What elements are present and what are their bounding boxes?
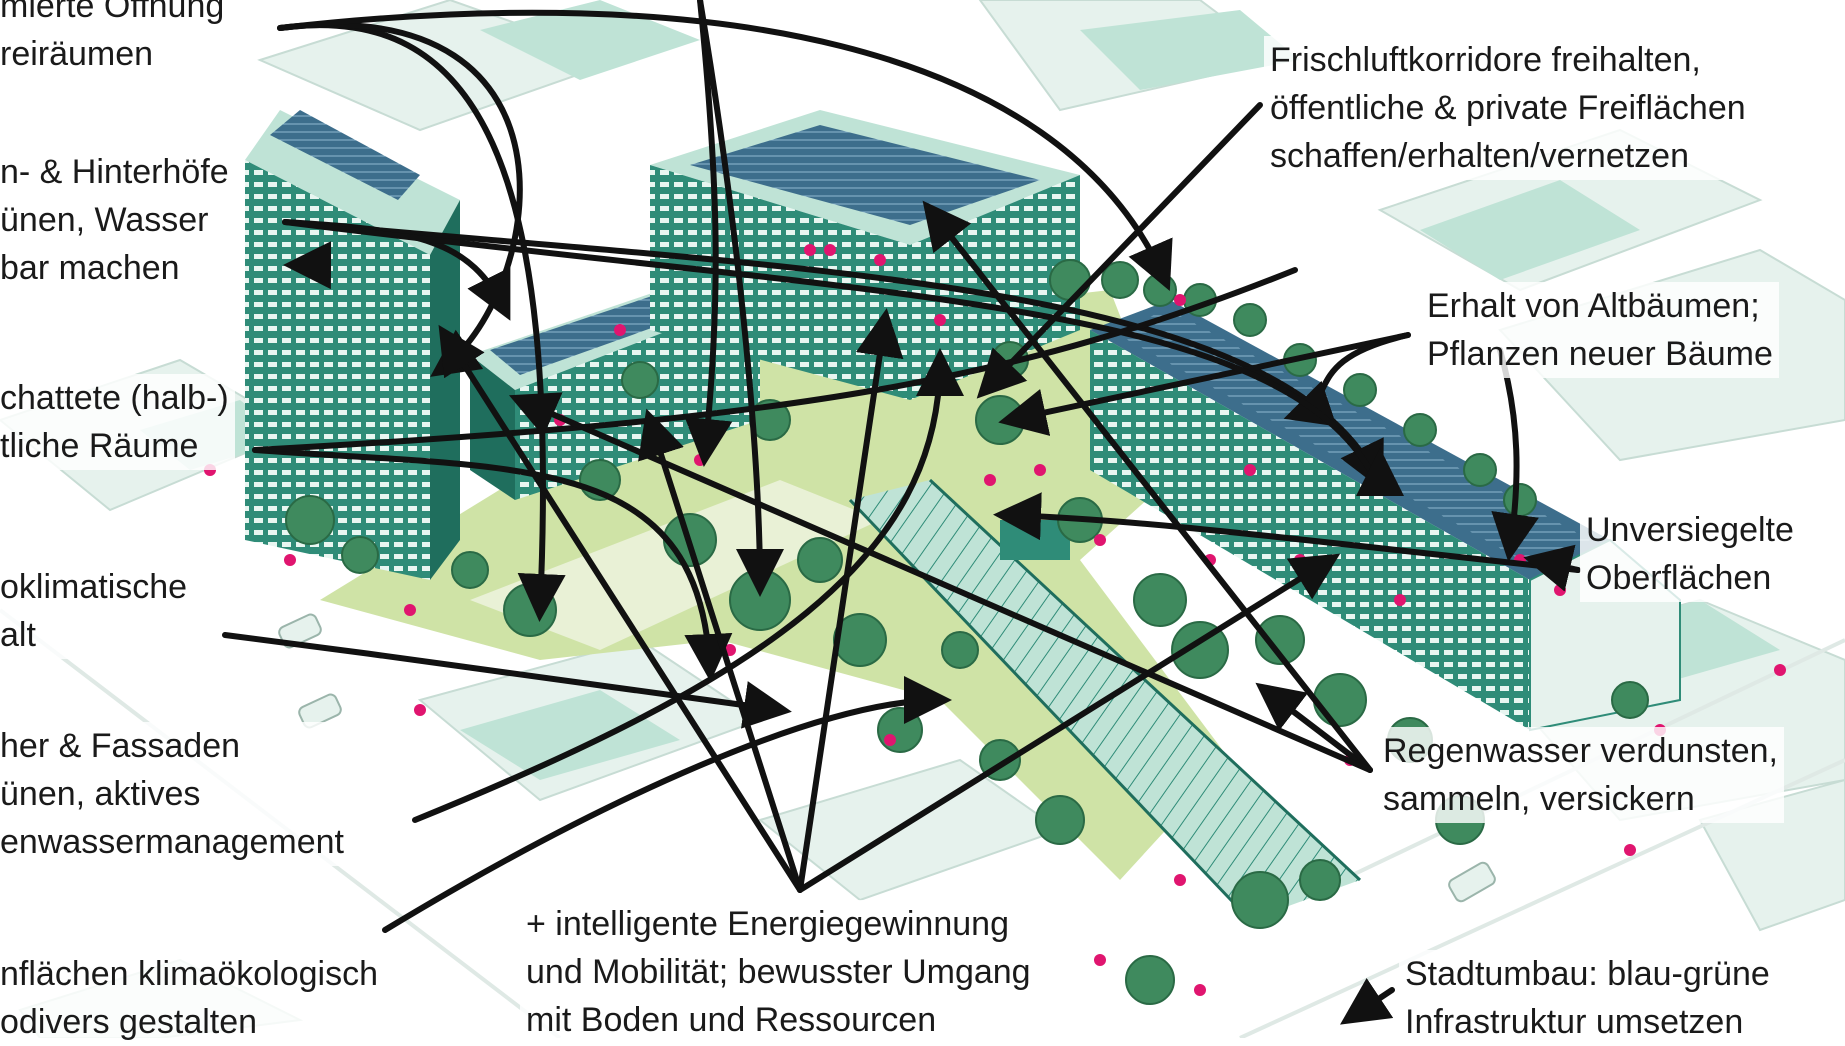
arrow bbox=[255, 265, 1295, 450]
arrow bbox=[282, 219, 1384, 491]
arrow bbox=[382, 676, 952, 933]
label-urban-redevelopment: Stadtumbau: blau-grüne Infrastruktur ums… bbox=[1399, 950, 1776, 1046]
label-line: Infrastruktur umsetzen bbox=[1405, 1003, 1744, 1041]
label-fresh-air: Frischluftkorridore freihalten, öffentli… bbox=[1264, 36, 1752, 180]
label-unsealed: Unversiegelte Oberflächen bbox=[1580, 506, 1800, 602]
label-shaded: chattete (halb-) tliche Räume bbox=[0, 374, 235, 470]
label-energy: + intelligente Energiegewinnung und Mobi… bbox=[520, 900, 1037, 1044]
arrow bbox=[976, 102, 1263, 399]
arrow bbox=[697, 0, 784, 597]
arrow bbox=[797, 553, 1341, 893]
arrow bbox=[277, 21, 523, 377]
park-path bbox=[470, 480, 880, 650]
arrow bbox=[438, 324, 803, 893]
label-line: bar machen bbox=[0, 249, 180, 287]
label-line: mit Boden und Ressourcen bbox=[526, 1001, 937, 1039]
arrow bbox=[282, 219, 1389, 502]
arrow bbox=[998, 332, 1411, 436]
arrow bbox=[1340, 978, 1395, 1025]
label-line: Frischluftkorridore freihalten, bbox=[1270, 41, 1701, 79]
label-courtyards: n- & Hinterhöfe ünen, Wasser bar machen bbox=[0, 148, 235, 292]
label-old-trees: Erhalt von Altbäumen; Pflanzen neuer Bäu… bbox=[1421, 282, 1779, 378]
label-line: sammeln, versickern bbox=[1383, 780, 1695, 818]
label-line: alt bbox=[0, 616, 36, 654]
label-line: enwassermanagement bbox=[0, 823, 344, 861]
arrow bbox=[252, 447, 733, 682]
arrow bbox=[684, 0, 733, 467]
label-rainwater: Regenwasser verdunsten, sammeln, versick… bbox=[1377, 727, 1785, 823]
arrow bbox=[922, 200, 1373, 773]
label-line: schaffen/erhalten/vernetzen bbox=[1270, 137, 1689, 175]
label-line: Unversiegelte bbox=[1586, 511, 1794, 549]
label-line: nflächen klimaökologisch bbox=[0, 955, 378, 993]
label-line: + intelligente Energiegewinnung bbox=[526, 905, 1009, 943]
label-opening: mierte Öffnung reiräumen bbox=[0, 0, 231, 78]
arrow bbox=[1255, 682, 1373, 773]
label-line: reiräumen bbox=[0, 35, 154, 73]
label-line: öffentliche & private Freiflächen bbox=[1270, 89, 1746, 127]
arrow bbox=[1523, 544, 1581, 592]
label-line: tliche Räume bbox=[0, 427, 199, 465]
arrow bbox=[638, 408, 803, 893]
label-open-spaces: nflächen klimaökologisch odivers gestalt… bbox=[0, 950, 384, 1046]
label-line: ünen, aktives bbox=[0, 775, 201, 813]
label-line: odivers gestalten bbox=[0, 1003, 258, 1041]
label-line: her & Fassaden bbox=[0, 727, 241, 765]
label-line: Erhalt von Altbäumen; bbox=[1427, 287, 1760, 325]
arrow bbox=[1491, 347, 1539, 562]
label-line: ünen, Wasser bbox=[0, 201, 209, 239]
label-line: oklimatische bbox=[0, 568, 188, 606]
label-line: und Mobilität; bewusster Umgang bbox=[526, 953, 1031, 991]
arrow bbox=[277, 9, 1173, 291]
label-line: Regenwasser verdunsten, bbox=[1383, 732, 1779, 770]
tall-tower bbox=[245, 110, 460, 580]
label-line: Stadtumbau: blau-grüne bbox=[1405, 955, 1770, 993]
arrow bbox=[412, 348, 964, 823]
label-line: mierte Öffnung bbox=[0, 0, 225, 25]
arrow bbox=[797, 308, 904, 893]
label-line: n- & Hinterhöfe bbox=[0, 153, 229, 191]
label-line: Oberflächen bbox=[1586, 559, 1772, 597]
label-line: chattete (halb-) bbox=[0, 379, 229, 417]
label-roofs-facades: her & Fassaden ünen, aktives enwasserman… bbox=[0, 722, 350, 866]
arrow bbox=[993, 492, 1581, 573]
label-line: Pflanzen neuer Bäume bbox=[1427, 335, 1773, 373]
arrow bbox=[222, 632, 792, 729]
label-microclimate: oklimatische alt bbox=[0, 563, 194, 659]
